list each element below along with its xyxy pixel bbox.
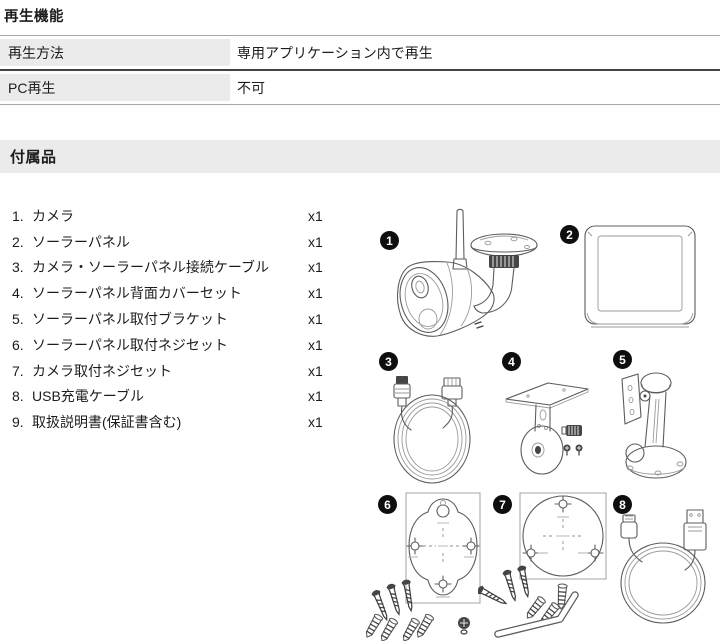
item-quantity: x1 <box>308 336 323 353</box>
item-number: 2. <box>12 233 24 250</box>
item-label: ソーラーパネル <box>32 233 130 250</box>
list-item: 2. ソーラーパネル x1 <box>12 229 342 255</box>
spec-label: PC再生 <box>0 74 230 101</box>
item-quantity: x1 <box>308 207 323 224</box>
item-number: 3. <box>12 259 24 276</box>
item-label: ソーラーパネル取付ネジセット <box>32 336 228 353</box>
list-item: 4. ソーラーパネル背面カバーセット x1 <box>12 280 342 306</box>
item-quantity: x1 <box>308 285 323 302</box>
figure-badge-3: 3 <box>379 352 398 371</box>
item-number: 4. <box>12 285 24 302</box>
figure-badge-1: 1 <box>380 231 399 250</box>
item-quantity: x1 <box>308 259 323 276</box>
item-label: ソーラーパネル取付ブラケット <box>32 311 228 328</box>
spec-label: 再生方法 <box>0 39 230 66</box>
item-number: 9. <box>12 414 24 431</box>
spec-value: 専用アプリケーション内で再生 <box>237 44 433 61</box>
item-number: 6. <box>12 336 24 353</box>
usb-cable-illustration-icon <box>620 509 707 624</box>
figure-badge-5: 5 <box>613 350 632 369</box>
item-number: 7. <box>12 362 24 379</box>
spec-value: 不可 <box>237 79 265 96</box>
solar-panel-illustration-icon <box>584 225 696 328</box>
list-item: 5. ソーラーパネル取付ブラケット x1 <box>12 306 342 332</box>
item-label: カメラ取付ネジセット <box>32 362 172 379</box>
accessories-section-title: 付属品 <box>10 149 57 166</box>
mount-bracket-illustration-icon <box>621 372 687 479</box>
figure-badge-7: 7 <box>493 495 512 514</box>
item-number: 8. <box>12 388 24 405</box>
playback-section-title: 再生機能 <box>4 9 64 25</box>
item-label: ソーラーパネル背面カバーセット <box>32 285 242 302</box>
item-quantity: x1 <box>308 311 323 328</box>
item-quantity: x1 <box>308 388 323 405</box>
rear-cover-set-illustration-icon <box>505 382 589 475</box>
accessories-illustrations: 1 2 3 4 5 6 7 8 <box>360 195 720 644</box>
figure-badge-8: 8 <box>613 495 632 514</box>
item-label: 取扱説明書(保証書含む) <box>32 414 182 431</box>
camera-illustration-icon <box>396 208 538 337</box>
table-row: PC再生 不可 <box>0 69 720 104</box>
item-quantity: x1 <box>308 362 323 379</box>
list-item: 3. カメラ・ソーラーパネル接続ケーブル x1 <box>12 255 342 281</box>
item-label: カメラ・ソーラーパネル接続ケーブル <box>32 259 270 276</box>
item-quantity: x1 <box>308 414 323 431</box>
item-quantity: x1 <box>308 233 323 250</box>
list-item: 6. ソーラーパネル取付ネジセット x1 <box>12 332 342 358</box>
list-item: 8. USB充電ケーブル x1 <box>12 384 342 410</box>
figure-badge-2: 2 <box>560 225 579 244</box>
figure-badge-4: 4 <box>502 352 521 371</box>
item-number: 5. <box>12 311 24 328</box>
playback-spec-table: 再生方法 専用アプリケーション内で再生 PC再生 不可 <box>0 35 720 105</box>
list-item: 9. 取扱説明書(保証書含む) x1 <box>12 409 342 435</box>
table-row: 再生方法 専用アプリケーション内で再生 <box>0 36 720 69</box>
camera-screw-set-illustration-icon <box>478 492 607 638</box>
figure-badge-6: 6 <box>378 495 397 514</box>
item-number: 1. <box>12 207 24 224</box>
accessories-section-header: 付属品 <box>0 140 720 173</box>
connection-cable-illustration-icon <box>393 376 471 484</box>
list-item: 1. カメラ x1 <box>12 203 342 229</box>
item-label: カメラ <box>32 207 74 224</box>
panel-screw-set-illustration-icon <box>362 492 481 641</box>
list-item: 7. カメラ取付ネジセット x1 <box>12 358 342 384</box>
accessories-list: 1. カメラ x1 2. ソーラーパネル x1 3. カメラ・ソーラーパネル接続ケーブル x… <box>12 203 342 435</box>
item-label: USB充電ケーブル <box>32 388 144 405</box>
